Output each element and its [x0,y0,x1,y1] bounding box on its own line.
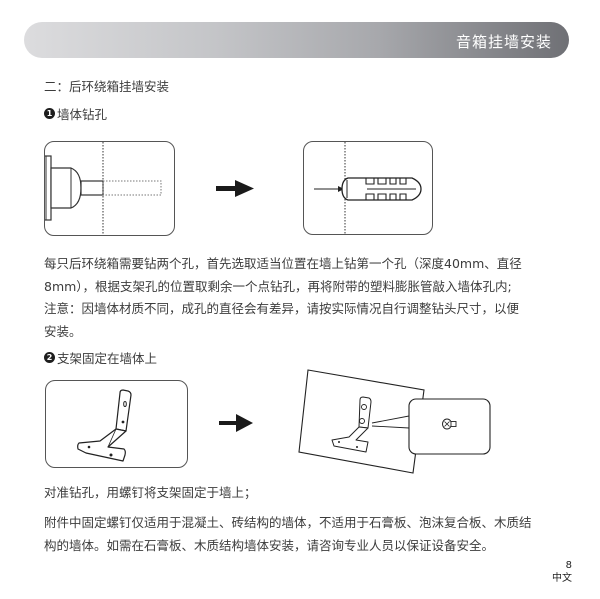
step-2-warning: 附件中固定螺钉仅适用于混凝土、砖结构的墙体，不适用于石膏板、泡沫复合板、木质结 … [44,512,564,557]
language-label: 中文 [552,573,572,584]
step-1-heading: 1 墙体钻孔 [44,104,107,123]
step-title: 支架固定在墙体上 [57,351,158,366]
paragraph-line: 构的墙体。如需在石膏板、木质结构墙体安装，请咨询专业人员以保证设备安全。 [44,537,495,553]
wall-bracket-icon [45,380,188,468]
paragraph-line: 每只后环绕箱需要钻两个孔，首先选取适当位置在墙上钻第一个孔（深度40mm、直径 [44,256,522,271]
section-heading: 二：后环绕箱挂墙安装 [44,79,170,94]
step-number-badge: 2 [44,352,55,363]
step-1-description: 每只后环绕箱需要钻两个孔，首先选取适当位置在墙上钻第一个孔（深度40mm、直径 … [44,253,564,343]
step-2-instruction: 对准钻孔，用螺钉将支架固定于墙上； [44,485,257,500]
paragraph-line: 8mm），根据支架孔的位置取剩余一个点钻孔，再将附带的塑料膨胀管敲入墙体孔内; [44,278,512,294]
section-header-bar: 音箱挂墙安装 [24,22,569,58]
step-2-heading: 2 支架固定在墙体上 [44,348,157,367]
step-number-badge: 1 [44,108,55,119]
bracket-mounted-on-wall-icon [298,369,491,474]
paragraph-line: 附件中固定螺钉仅适用于混凝土、砖结构的墙体，不适用于石膏板、泡沫复合板、木质结 [44,515,532,530]
section-header-title: 音箱挂墙安装 [455,33,552,51]
right-arrow-icon [216,180,254,197]
page-footer: 8 中文 [552,559,572,585]
paragraph-line: 安装。 [44,323,82,339]
page-number: 8 [565,560,572,571]
paragraph-line: 注意：因墙体材质不同，成孔的直径会有差异，请按实际情况自行调整钻头尺寸，以便 [44,301,520,316]
drill-into-wall-icon [44,141,175,236]
screw-icon [442,418,457,430]
step-title: 墙体钻孔 [57,107,108,122]
wall-anchor-insert-icon [303,141,433,235]
right-arrow-icon [219,414,253,432]
